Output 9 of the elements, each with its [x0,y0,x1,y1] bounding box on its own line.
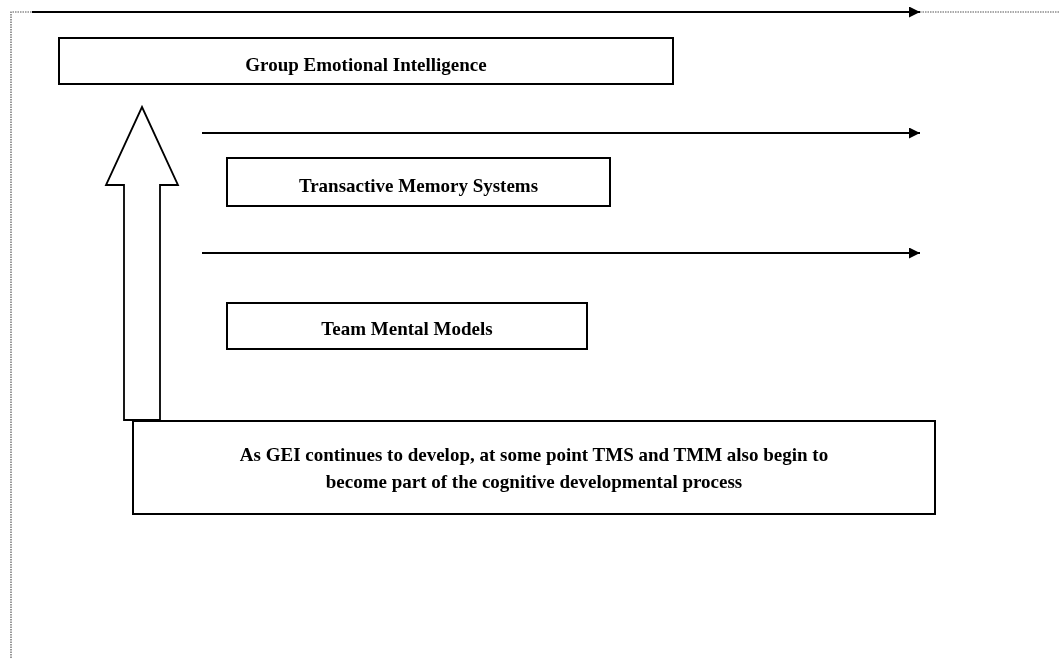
box-text: As GEI continues to develop, at some point TMS and TMM also begin to become part of the cognitive developmental process [238,442,830,494]
box-text: Group Emotional Intelligence [245,52,487,77]
text-box [226,302,588,350]
text-box [58,37,674,85]
text-box [132,420,936,515]
text-box [226,157,611,207]
box-text: Transactive Memory Systems [298,173,539,198]
block-arrow [104,104,180,421]
box-text: Team Mental Models [321,316,493,341]
